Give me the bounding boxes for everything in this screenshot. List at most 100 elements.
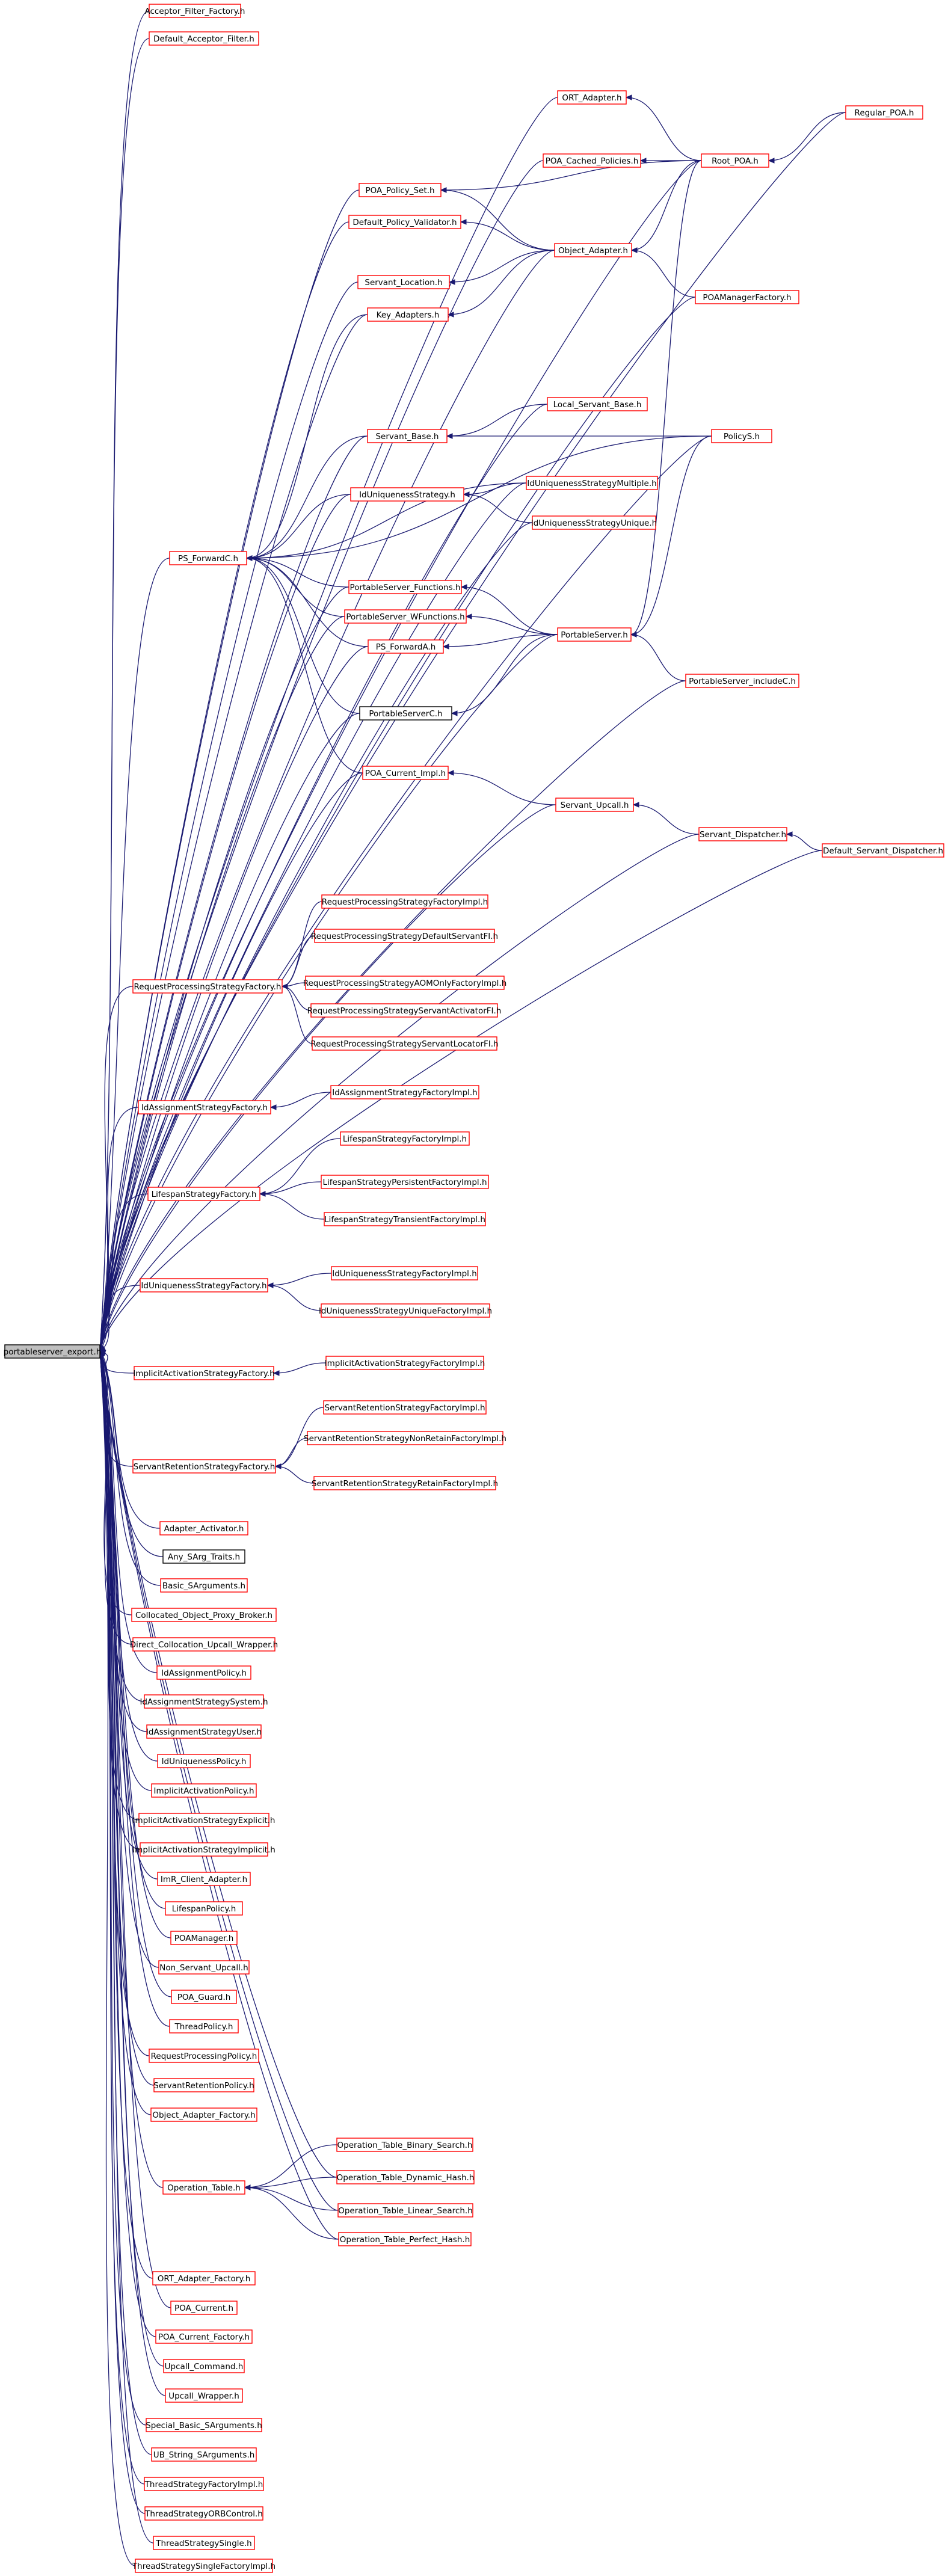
file-node[interactable]: Upcall_Wrapper.h: [165, 2388, 243, 2403]
file-node[interactable]: Regular_POA.h: [845, 105, 923, 120]
file-node[interactable]: IdUniquenessStrategyUnique.h: [531, 515, 657, 530]
file-node-box: [350, 487, 464, 502]
include-edge: [99, 160, 544, 1352]
include-edge: [259, 1138, 341, 1194]
file-node[interactable]: ThreadPolicy.h: [169, 2019, 239, 2033]
file-node[interactable]: UB_String_SArguments.h: [151, 2447, 257, 2462]
file-node[interactable]: Operation_Table_Binary_Search.h: [336, 2138, 473, 2152]
file-node[interactable]: Servant_Base.h: [367, 429, 448, 443]
include-edge: [630, 160, 702, 635]
file-node[interactable]: ORT_Adapter.h: [557, 90, 627, 105]
file-node[interactable]: PortableServer_Functions.h: [348, 580, 462, 594]
file-node[interactable]: ServantRetentionPolicy.h: [153, 2078, 254, 2092]
file-node[interactable]: ThreadStrategySingle.h: [153, 2536, 255, 2550]
file-node[interactable]: RequestProcessingStrategyDefaultServantF…: [311, 929, 498, 943]
file-node[interactable]: PolicyS.h: [711, 429, 772, 443]
file-node[interactable]: PortableServer.h: [557, 627, 632, 642]
file-node[interactable]: Default_Servant_Dispatcher.h: [822, 843, 944, 858]
file-node[interactable]: IdUniquenessStrategyFactory.h: [140, 1278, 268, 1293]
file-node[interactable]: Object_Adapter_Factory.h: [150, 2107, 257, 2122]
file-node[interactable]: ThreadStrategyORBControl.h: [144, 2506, 263, 2521]
file-node-box: [338, 2232, 472, 2246]
file-node[interactable]: ServantRetentionStrategyRetainFactoryImp…: [312, 1476, 498, 1490]
file-node[interactable]: ImplicitActivationStrategyFactory.h: [133, 1366, 275, 1380]
file-node[interactable]: Servant_Upcall.h: [555, 798, 634, 812]
file-node[interactable]: LifespanStrategyFactoryImpl.h: [340, 1131, 470, 1146]
file-node-box: [157, 1754, 251, 1768]
file-node[interactable]: RequestProcessingPolicy.h: [149, 2049, 259, 2063]
file-node[interactable]: RequestProcessingStrategyServantLocatorF…: [310, 1036, 499, 1051]
file-node[interactable]: RequestProcessingStrategyFactory.h: [132, 979, 283, 994]
file-node[interactable]: RequestProcessingStrategyServantActivato…: [307, 1003, 502, 1018]
file-node[interactable]: Default_Policy_Validator.h: [348, 215, 461, 229]
file-node[interactable]: IdAssignmentStrategyUser.h: [146, 1724, 262, 1739]
file-node[interactable]: POAManagerFactory.h: [695, 290, 799, 304]
file-node-box: [138, 1100, 271, 1114]
file-node[interactable]: Any_SArg_Traits.h: [162, 1549, 245, 1564]
file-node[interactable]: Default_Acceptor_Filter.h: [149, 31, 259, 46]
file-node[interactable]: Operation_Table_Perfect_Hash.h: [338, 2232, 472, 2246]
file-node[interactable]: POA_Policy_Set.h: [359, 183, 442, 197]
file-node[interactable]: IdAssignmentStrategySystem.h: [140, 1694, 268, 1709]
file-node[interactable]: POAManager.h: [170, 1931, 238, 1945]
file-node[interactable]: IdUniquenessStrategy.h: [350, 487, 464, 502]
file-node[interactable]: Operation_Table_Linear_Search.h: [337, 2203, 473, 2218]
file-node[interactable]: Key_Adapters.h: [367, 307, 449, 322]
file-node[interactable]: POA_Cached_Policies.h: [543, 153, 641, 168]
file-node[interactable]: PortableServer_includeC.h: [685, 674, 799, 688]
file-node[interactable]: IdAssignmentStrategyFactoryImpl.h: [330, 1085, 479, 1099]
file-node[interactable]: IdAssignmentStrategyFactory.h: [138, 1100, 271, 1114]
file-node[interactable]: PS_ForwardC.h: [169, 551, 247, 565]
file-node[interactable]: ImplicitActivationPolicy.h: [151, 1783, 257, 1798]
file-node[interactable]: POA_Current_Factory.h: [155, 2329, 253, 2344]
file-node[interactable]: Adapter_Activator.h: [159, 1521, 248, 1535]
file-node[interactable]: ImplicitActivationStrategyFactoryImpl.h: [325, 1356, 485, 1370]
file-node[interactable]: Direct_Collocation_Upcall_Wrapper.h: [130, 1637, 279, 1652]
file-node[interactable]: ImplicitActivationStrategyExplicit.h: [132, 1813, 275, 1827]
include-edge: [440, 189, 555, 251]
file-node[interactable]: Special_Basic_SArguments.h: [146, 2418, 262, 2432]
file-node[interactable]: POA_Current.h: [170, 2301, 238, 2315]
file-node[interactable]: IdUniquenessPolicy.h: [157, 1754, 251, 1768]
file-node[interactable]: Upcall_Command.h: [163, 2359, 245, 2373]
file-node[interactable]: Collocated_Object_Proxy_Broker.h: [131, 1608, 277, 1622]
file-node[interactable]: ServantRetentionStrategyFactory.h: [132, 1459, 276, 1474]
file-node[interactable]: ServantRetentionStrategyFactoryImpl.h: [323, 1400, 487, 1415]
file-node[interactable]: ThreadStrategySingleFactoryImpl.h: [132, 2559, 275, 2573]
file-node[interactable]: Operation_Table_Dynamic_Hash.h: [336, 2170, 475, 2184]
file-node[interactable]: Operation_Table.h: [162, 2180, 245, 2195]
file-node[interactable]: IdUniquenessStrategyUniqueFactoryImpl.h: [319, 1303, 492, 1318]
file-node[interactable]: RequestProcessingStrategyFactoryImpl.h: [321, 894, 488, 909]
file-node[interactable]: ImR_Client_Adapter.h: [157, 1872, 251, 1886]
file-node[interactable]: IdAssignmentPolicy.h: [156, 1665, 251, 1680]
file-node[interactable]: PortableServer_WFunctions.h: [344, 609, 467, 624]
file-node[interactable]: LifespanStrategyTransientFactoryImpl.h: [324, 1212, 486, 1226]
file-node[interactable]: ORT_Adapter_Factory.h: [152, 2271, 256, 2286]
file-node[interactable]: Servant_Dispatcher.h: [698, 827, 787, 841]
file-node[interactable]: LifespanStrategyFactory.h: [147, 1187, 260, 1201]
file-node[interactable]: Basic_SArguments.h: [160, 1578, 248, 1593]
file-node[interactable]: Local_Servant_Base.h: [547, 397, 648, 411]
file-node[interactable]: ImplicitActivationStrategyImplicit.h: [132, 1842, 275, 1857]
file-node[interactable]: LifespanPolicy.h: [165, 1901, 243, 1916]
file-node[interactable]: PS_ForwardA.h: [368, 639, 444, 654]
file-node[interactable]: PortableServerC.h: [359, 706, 452, 721]
file-node[interactable]: Servant_Location.h: [357, 275, 450, 289]
file-node[interactable]: Acceptor_Filter_Factory.h: [145, 4, 245, 18]
file-node[interactable]: RequestProcessingStrategyAOMOnlyFactoryI…: [303, 976, 507, 990]
file-node[interactable]: Object_Adapter.h: [554, 243, 632, 257]
file-node-box: [359, 183, 442, 197]
file-node[interactable]: IdUniquenessStrategyFactoryImpl.h: [331, 1266, 478, 1280]
file-node[interactable]: IdUniquenessStrategyMultiple.h: [526, 476, 658, 490]
file-node-label: Operation_Table_Linear_Search.h: [338, 2206, 473, 2216]
file-node-label: Object_Adapter.h: [558, 246, 628, 256]
file-node[interactable]: POA_Guard.h: [171, 1990, 237, 2004]
file-node[interactable]: Non_Servant_Upcall.h: [158, 1960, 250, 1975]
file-node-box: [165, 1901, 243, 1916]
file-node[interactable]: Root_POA.h: [701, 153, 769, 168]
file-node[interactable]: ServantRetentionStrategyNonRetainFactory…: [304, 1431, 506, 1445]
file-node-box: [162, 2180, 245, 2195]
file-node[interactable]: POA_Current_Impl.h: [362, 766, 449, 780]
file-node[interactable]: ThreadStrategyFactoryImpl.h: [144, 2477, 264, 2491]
file-node[interactable]: LifespanStrategyPersistentFactoryImpl.h: [321, 1175, 489, 1189]
